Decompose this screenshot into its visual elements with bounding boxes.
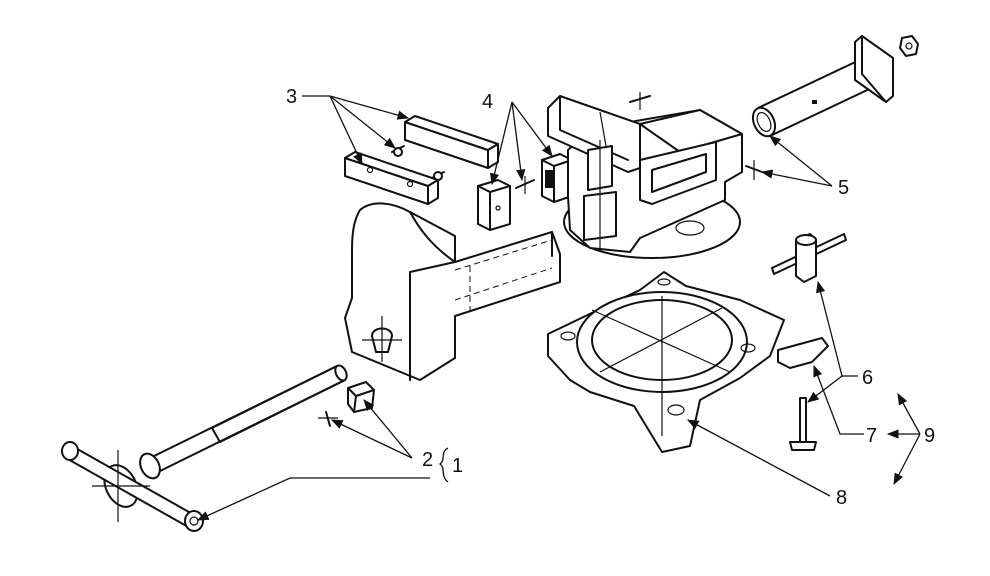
callout-6: 6 bbox=[862, 367, 873, 389]
lock-bolt bbox=[789, 397, 817, 451]
callout-7: 7 bbox=[866, 425, 877, 447]
main-screw-nut bbox=[745, 35, 919, 180]
spindle-and-handle bbox=[61, 364, 348, 532]
jaw-inserts bbox=[344, 115, 499, 205]
callout-8: 8 bbox=[836, 487, 847, 509]
callout-5: 5 bbox=[838, 177, 849, 199]
callout-2: 2 bbox=[422, 449, 433, 471]
leader-lines bbox=[196, 95, 921, 521]
lock-shoe bbox=[777, 337, 829, 369]
front-jaw-slide bbox=[344, 202, 561, 381]
callout-3: 3 bbox=[286, 86, 297, 108]
callout-1: 1 bbox=[452, 455, 463, 477]
callout-4: 4 bbox=[482, 91, 493, 113]
vise-body bbox=[547, 92, 743, 259]
callout-labels: 1 2 3 4 5 6 7 8 9 bbox=[286, 86, 935, 509]
lock-handle bbox=[771, 233, 847, 283]
swivel-base bbox=[547, 271, 785, 453]
jaw-face-pieces bbox=[477, 153, 573, 231]
callout-9: 9 bbox=[924, 425, 935, 447]
